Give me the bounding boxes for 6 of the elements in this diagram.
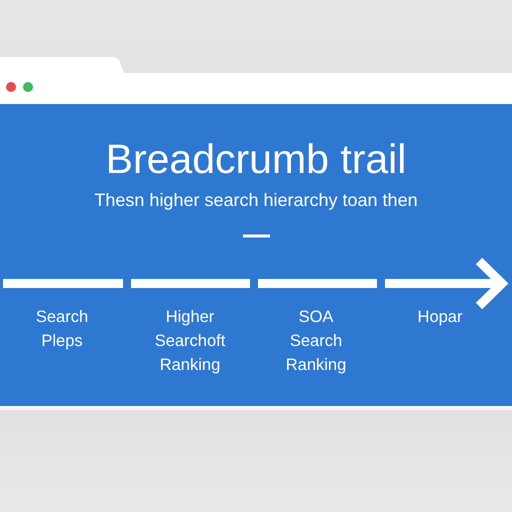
step-label: Hopar — [418, 307, 462, 328]
step-label: SOA Search Ranking — [286, 307, 346, 376]
step-label: Search Pleps — [36, 307, 88, 352]
step-label: Higher Searchoft Ranking — [154, 307, 226, 376]
subtitle: Thesn higher search hierarchy toan then — [94, 189, 418, 212]
diagram-title: Breadcrumb trail — [106, 135, 406, 184]
